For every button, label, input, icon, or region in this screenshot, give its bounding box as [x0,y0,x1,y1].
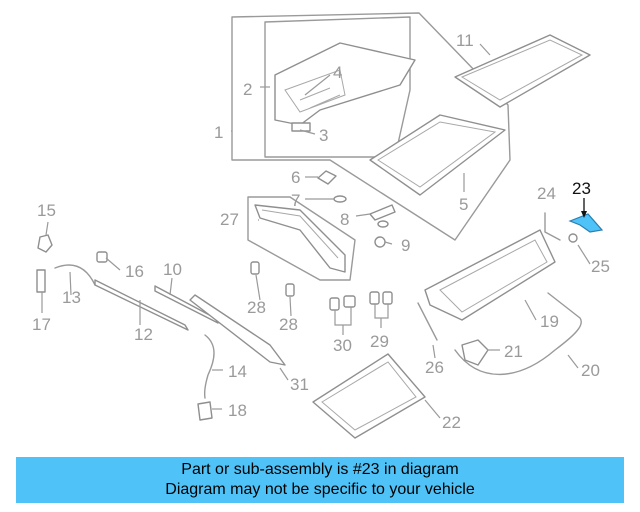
part-13 [54,264,96,286]
part-16 [96,251,108,263]
part-21 [461,339,489,366]
callout-14: 14 [228,362,247,381]
callout-17: 17 [32,315,51,334]
callout-29: 29 [370,332,389,351]
part-7 [333,195,347,203]
callout-21: 21 [504,342,523,361]
callout-8: 8 [340,210,349,229]
banner-line-2: Diagram may not be specific to your vehi… [165,481,475,498]
callout-10: 10 [163,260,182,279]
callout-4: 4 [333,63,342,82]
part-25 [568,233,578,243]
callout-5: 5 [459,195,468,214]
callout-24: 24 [537,184,556,203]
strip-part-31 [189,294,286,366]
clip-part-3 [291,122,311,132]
callout-20: 20 [581,361,600,380]
glass-part-11 [454,34,591,108]
callout-19: 19 [540,312,559,331]
highlighted-part-23 [568,213,604,233]
banner-line-1: Part or sub-assembly is #23 in diagram [181,461,459,478]
part-6 [317,170,337,185]
part-29-a [369,291,380,305]
strip-part-10 [154,285,219,324]
callout-3: 3 [319,126,328,145]
callout-6: 6 [291,168,300,187]
part-28-b [285,283,295,297]
callout-12: 12 [134,325,153,344]
part-30-a [329,297,340,311]
callout-9: 9 [401,236,410,255]
rear-window-part-19 [424,229,556,321]
trim-part-27 [254,204,346,273]
callout-13: 13 [62,288,81,307]
part-26 [417,302,438,341]
part-29-b [382,291,393,305]
part-24 [544,212,561,241]
callout-1: 1 [214,123,223,142]
callout-15: 15 [37,201,56,220]
assembly-1-outline [231,12,511,241]
callout-22: 22 [442,413,461,432]
callout-2: 2 [243,80,252,99]
part-17 [36,269,46,293]
tube-part-14 [203,334,215,399]
callout-26: 26 [425,358,444,377]
callout-30: 30 [333,336,352,355]
callout-28-b: 28 [279,315,298,334]
callout-31: 31 [290,375,309,394]
assembly-27-outline [247,196,356,281]
assembly-2-outline [264,16,411,158]
callout-28-a: 28 [247,298,266,317]
seal-part-20 [454,292,582,376]
strip-part-12 [94,279,189,331]
callout-7: 7 [291,191,300,210]
roof-module-part [274,42,416,126]
windshield-part-22 [312,353,426,439]
part-28-a [250,261,260,275]
callout-18: 18 [228,401,247,420]
info-banner: Part or sub-assembly is #23 in diagram D… [16,457,624,503]
part-18 [197,401,213,421]
callout-27: 27 [220,210,239,229]
part-9 [374,236,386,248]
callout-16: 16 [125,262,144,281]
part-8 [369,204,396,221]
exploded-parts-diagram: 1 2 3 4 5 6 7 8 9 10 11 12 13 14 15 16 1… [32,12,610,439]
callout-11: 11 [456,31,474,50]
part-30-b [343,295,356,308]
callout-23: 23 [572,179,591,198]
part-15 [37,234,53,253]
callout-25: 25 [591,257,610,276]
panel-part-5 [369,114,506,196]
